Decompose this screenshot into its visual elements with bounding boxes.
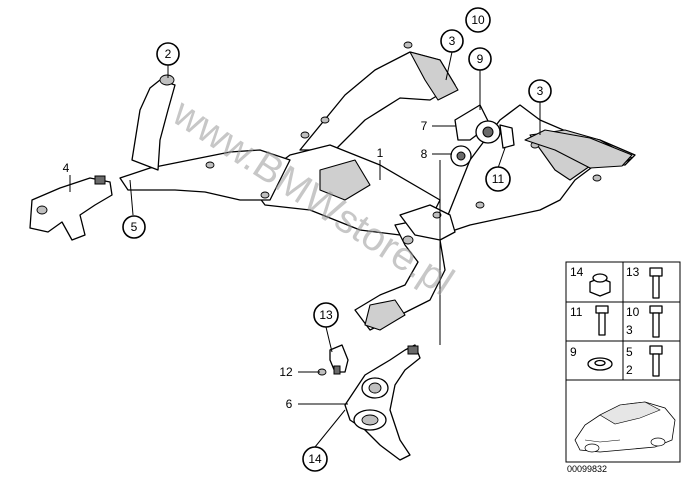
label-4: 4 bbox=[63, 161, 70, 175]
car-icon bbox=[574, 401, 676, 453]
right-mount-plate bbox=[524, 129, 633, 169]
label-7: 7 bbox=[421, 119, 428, 133]
callout-2: 2 bbox=[156, 42, 180, 66]
tie-rod-bracket bbox=[317, 344, 349, 376]
legend-13: 13 bbox=[626, 265, 640, 279]
legend-10: 10 bbox=[626, 305, 640, 319]
svg-text:14: 14 bbox=[308, 452, 322, 466]
label-8: 8 bbox=[421, 147, 428, 161]
left-bracket bbox=[29, 175, 113, 241]
leader-lines bbox=[69, 51, 541, 448]
washer-icon bbox=[587, 357, 613, 371]
bolt-icon bbox=[595, 305, 609, 336]
callout-9: 9 bbox=[468, 47, 492, 71]
legend-11: 11 bbox=[570, 305, 583, 319]
bolt-icon bbox=[649, 305, 663, 338]
nut-icon bbox=[589, 273, 611, 297]
label-12: 12 bbox=[279, 365, 293, 379]
svg-text:3: 3 bbox=[449, 34, 456, 48]
svg-text:11: 11 bbox=[492, 172, 505, 186]
legend-5: 5 bbox=[626, 345, 633, 359]
svg-text:13: 13 bbox=[319, 308, 333, 322]
svg-text:5: 5 bbox=[131, 220, 138, 234]
svg-text:2: 2 bbox=[165, 47, 172, 61]
callout-14: 14 bbox=[302, 446, 328, 472]
rubber-mounts bbox=[450, 104, 515, 167]
bolt-icon bbox=[649, 345, 663, 377]
front-axle-subframe bbox=[119, 41, 636, 331]
callout-3-right: 3 bbox=[528, 79, 552, 103]
label-6: 6 bbox=[286, 397, 293, 411]
wishbone bbox=[344, 344, 421, 461]
callout-11: 11 bbox=[485, 166, 511, 192]
svg-text:9: 9 bbox=[477, 52, 484, 66]
legend-grid: 14 13 11 10 3 9 5 2 bbox=[565, 261, 681, 463]
bolt-icon bbox=[649, 267, 663, 299]
legend-3: 3 bbox=[626, 323, 633, 337]
legend-9: 9 bbox=[570, 345, 577, 359]
legend-14: 14 bbox=[570, 265, 584, 279]
legend-2: 2 bbox=[626, 363, 633, 377]
callout-5: 5 bbox=[122, 215, 146, 239]
label-1: 1 bbox=[377, 146, 384, 160]
svg-text:10: 10 bbox=[471, 13, 485, 27]
callout-3-top: 3 bbox=[440, 29, 464, 53]
reference-number: 00099832 bbox=[567, 464, 607, 474]
callout-10: 10 bbox=[465, 7, 491, 33]
svg-text:3: 3 bbox=[537, 84, 544, 98]
callout-13: 13 bbox=[313, 302, 339, 328]
